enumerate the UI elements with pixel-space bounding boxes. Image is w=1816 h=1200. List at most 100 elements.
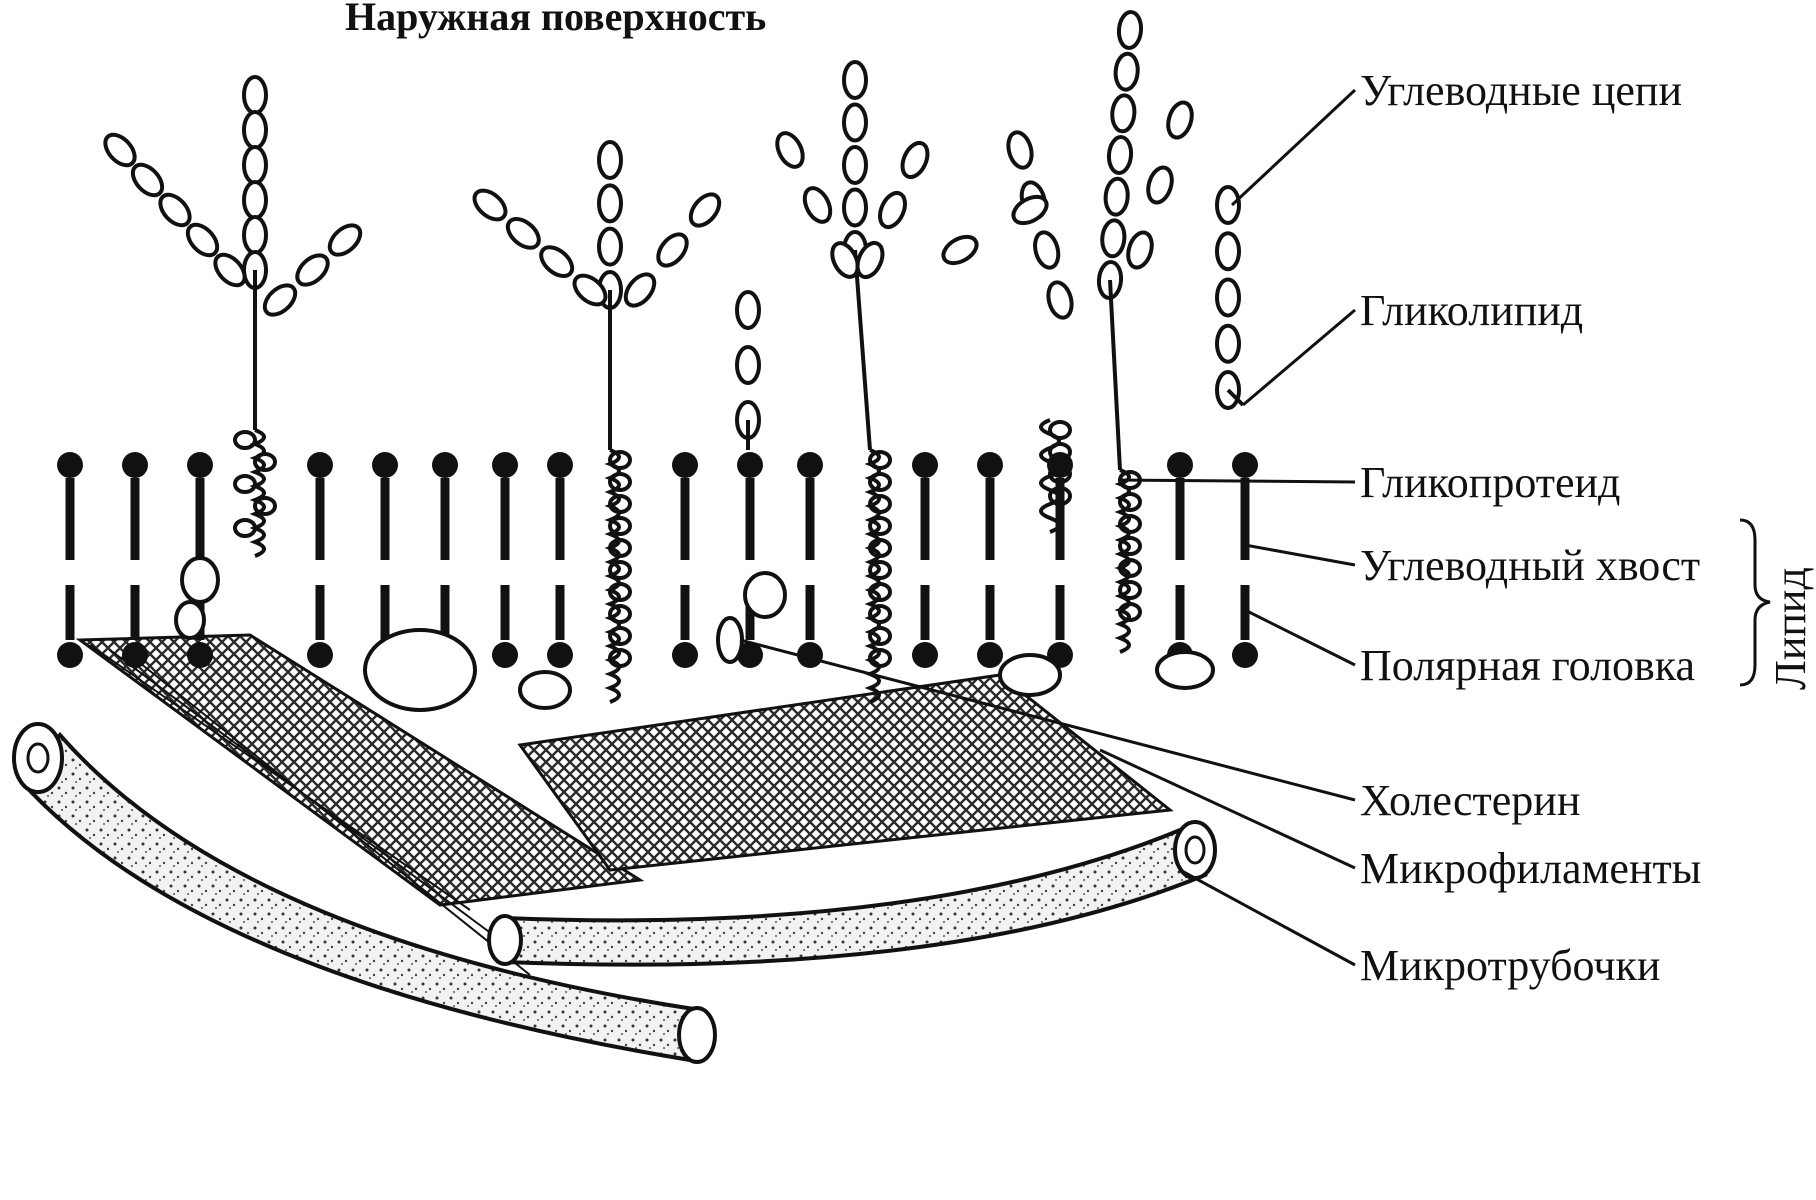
sugar-unit: [898, 139, 933, 181]
sugar-unit: [244, 147, 266, 183]
sugar-unit: [1101, 220, 1126, 258]
lipid-molecule: [912, 452, 938, 668]
sugar-unit: [244, 217, 266, 253]
sugar-unit: [1217, 280, 1239, 316]
sugar-unit: [1005, 130, 1036, 170]
polar-head-outer: [122, 452, 148, 478]
coil-loop: [235, 432, 255, 448]
sugar-unit: [1217, 233, 1239, 269]
lipid-molecule: [122, 452, 148, 668]
polar-head-outer: [57, 452, 83, 478]
sugar-unit: [259, 280, 300, 321]
label-carbohydrate-tail: Углеводный хвост: [1360, 541, 1700, 590]
sugar-unit: [737, 292, 759, 328]
lipid-molecule: [307, 452, 333, 668]
polar-head-inner: [122, 642, 148, 668]
sugar-unit: [685, 189, 725, 231]
sugar-unit: [1217, 187, 1239, 223]
label-microfilaments: Микрофиламенты: [1360, 844, 1701, 893]
polar-head-outer: [547, 452, 573, 478]
lipid-molecule: [1047, 452, 1073, 668]
sugar-unit: [210, 249, 251, 290]
polar-head-inner: [307, 642, 333, 668]
label-lipid: Липид: [1766, 567, 1815, 690]
lipid-molecule: [492, 452, 518, 668]
polar-head-inner: [547, 642, 573, 668]
carbohydrate-chain: [620, 189, 725, 311]
label-cholesterol: Холестерин: [1360, 776, 1580, 825]
carbohydrate-chain: [1005, 130, 1076, 320]
polar-head-outer: [797, 452, 823, 478]
sugar-unit: [1144, 165, 1176, 206]
carbohydrate-chain: [244, 77, 266, 430]
polar-head-outer: [307, 452, 333, 478]
coil-loop: [1050, 422, 1070, 438]
polar-head-inner: [492, 642, 518, 668]
sugar-unit: [1164, 100, 1196, 141]
polar-head-outer: [912, 452, 938, 478]
sugar-unit: [800, 184, 836, 226]
sugar-unit: [1104, 178, 1129, 216]
polar-head-inner: [187, 642, 213, 668]
sugar-unit: [324, 220, 365, 261]
polar-head-inner: [672, 642, 698, 668]
sugar-unit: [1108, 136, 1133, 174]
sugar-unit: [100, 129, 141, 170]
lipid-molecule: [672, 452, 698, 668]
coil-loop: [235, 476, 255, 492]
polar-head-inner: [912, 642, 938, 668]
sugar-unit: [844, 190, 866, 226]
sugar-unit: [1124, 230, 1156, 271]
lipid-molecule: [977, 452, 1003, 668]
diagram-title: Наружная поверхность: [345, 0, 766, 39]
chain-stem: [855, 250, 870, 450]
polar-head-inner: [57, 642, 83, 668]
sugar-unit: [1031, 230, 1062, 270]
sugar-unit: [155, 189, 196, 230]
sugar-unit: [844, 147, 866, 183]
sugar-unit: [1217, 326, 1239, 362]
polar-head-inner: [1232, 642, 1258, 668]
polar-head-outer: [372, 452, 398, 478]
label-carbohydrate-chains: Углеводные цепи: [1360, 66, 1682, 115]
lipid-molecule: [1167, 452, 1193, 668]
sugar-unit: [127, 159, 168, 200]
polar-head-outer: [492, 452, 518, 478]
lipid-molecule: [1232, 452, 1258, 668]
carbohydrate-chain: [469, 185, 611, 310]
sugar-unit: [844, 105, 866, 141]
sugar-unit: [599, 185, 621, 221]
sugar-unit: [599, 229, 621, 265]
polar-head-outer: [737, 452, 763, 478]
lipid-molecule: [547, 452, 573, 668]
label-microtubules: Микротрубочки: [1360, 941, 1660, 990]
sugar-unit: [599, 142, 621, 178]
polar-head-outer: [1167, 452, 1193, 478]
carbohydrate-chain: [939, 192, 1051, 269]
polar-head-outer: [187, 452, 213, 478]
sugar-unit: [737, 347, 759, 383]
polar-head-outer: [977, 452, 1003, 478]
sugar-unit: [1045, 280, 1076, 320]
sugar-unit: [620, 269, 660, 311]
sugar-unit: [1111, 95, 1136, 133]
sugar-unit: [536, 242, 578, 282]
sugar-unit: [182, 219, 223, 260]
sugar-unit: [292, 250, 333, 291]
sugar-unit: [244, 77, 266, 113]
polar-head-outer: [1232, 452, 1258, 478]
glycoprotein-coil: [255, 430, 264, 556]
sugar-unit: [772, 129, 808, 171]
label-glycoprotein: Гликопротеид: [1360, 458, 1620, 507]
polar-head-outer: [672, 452, 698, 478]
chain-stem: [1110, 280, 1120, 470]
sugar-unit: [244, 112, 266, 148]
sugar-unit: [939, 232, 981, 269]
label-polar-head: Полярная головка: [1360, 641, 1695, 690]
carbohydrate-chain: [1124, 100, 1196, 271]
sugar-unit: [875, 189, 910, 231]
polar-head-outer: [432, 452, 458, 478]
carbohydrate-chain: [100, 129, 251, 290]
carbohydrate-chain: [737, 292, 759, 450]
